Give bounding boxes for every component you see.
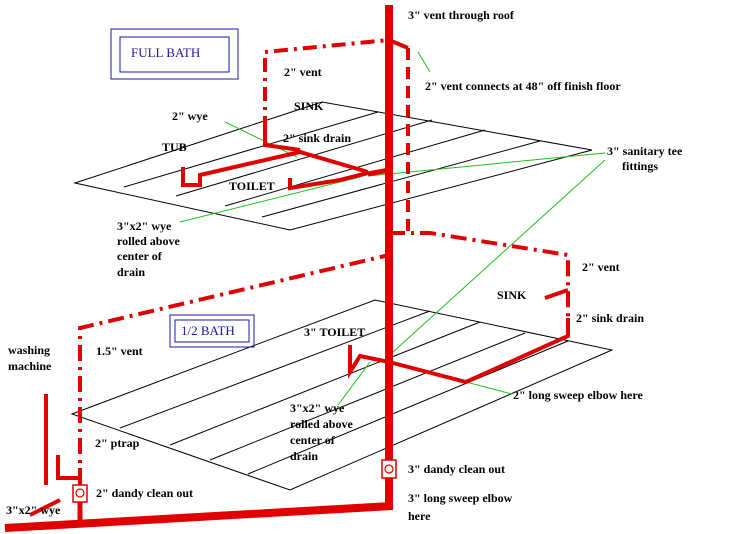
leader-vent-connects xyxy=(417,51,431,73)
leader-sanitary-tee-lower xyxy=(392,159,606,353)
cleanout-2in xyxy=(72,484,88,503)
lower-toilet-drain xyxy=(348,345,390,379)
label-lower-wye32-2: rolled above xyxy=(290,417,353,431)
upper-2in-vent-right xyxy=(388,38,409,50)
label-vent-connects: 2" vent connects at 48" off finish floor xyxy=(425,79,621,93)
label-upper-toilet: TOILET xyxy=(229,179,275,193)
lower-floor-board xyxy=(247,340,569,475)
leader-upper-wye xyxy=(224,121,298,158)
label-upper-wye32-3: center of xyxy=(117,249,163,263)
label-ptrap: 2" ptrap xyxy=(95,436,140,450)
upper-floor-board xyxy=(123,111,379,188)
full-bath-title: FULL BATH xyxy=(131,45,200,60)
pipe-network xyxy=(4,5,570,532)
label-upper-wye32-4: drain xyxy=(117,265,145,279)
full-bath-outer-frame xyxy=(110,28,239,80)
cleanout-3in-cap-icon xyxy=(384,464,394,474)
full-bath-title-box: FULL BATH xyxy=(110,28,239,80)
label-lower-wye32-1: 3"x2" wye xyxy=(290,401,345,415)
upper-floor-plane xyxy=(73,101,593,231)
label-dandy-3: 3" dandy clean out xyxy=(408,462,505,476)
full-bath-vent xyxy=(263,38,390,130)
upper-tub-drain xyxy=(181,149,369,187)
label-long-sweep-3-2: here xyxy=(408,509,431,523)
lower-floor-board xyxy=(169,321,481,446)
label-lower-vent-right: 2" vent xyxy=(582,260,620,274)
half-bath-vent-1-5 xyxy=(78,253,390,485)
label-tub: TUB xyxy=(162,140,187,154)
upper-sink-drain xyxy=(263,130,301,152)
label-long-sweep-3-1: 3" long sweep elbow xyxy=(408,491,513,505)
upper-floor-board xyxy=(261,140,541,218)
upper-toilet-drain xyxy=(288,171,369,191)
label-lower-wye32-3: center of xyxy=(290,433,336,447)
labels: 3" vent through roof 2" vent connects at… xyxy=(6,8,683,523)
cleanout-2in-cap-icon xyxy=(75,488,85,498)
main-3in-drain xyxy=(4,502,393,532)
label-vent-1-5: 1.5" vent xyxy=(96,344,143,358)
upper-branch-to-stack xyxy=(367,167,390,177)
lower-floor-outline xyxy=(70,299,614,491)
label-upper-wye32-2: rolled above xyxy=(117,234,180,248)
label-wye-bottom: 3"x2" wye xyxy=(6,503,61,517)
half-bath-outer-frame xyxy=(169,314,255,348)
label-sanitary-tee-2: fittings xyxy=(622,159,658,173)
label-long-sweep-2: 2" long sweep elbow here xyxy=(513,388,643,402)
leader-upper-wye32 xyxy=(179,176,361,223)
lower-2in-vent xyxy=(389,231,570,318)
label-lower-sink-drain: 2" sink drain xyxy=(576,311,644,325)
label-upper-sink-drain: 2" sink drain xyxy=(283,131,351,145)
label-upper-vent: 2" vent xyxy=(284,65,322,79)
bottom-left-wye xyxy=(29,498,61,517)
label-washing-2: machine xyxy=(8,359,52,373)
label-vent-through-roof: 3" vent through roof xyxy=(408,8,515,22)
lower-sink-drain xyxy=(388,318,570,385)
label-dandy-2: 2" dandy clean out xyxy=(96,486,193,500)
label-lower-toilet: 3" TOILET xyxy=(304,325,365,339)
half-bath-title-box: 1/2 BATH xyxy=(169,314,255,348)
upper-floor-outline xyxy=(73,101,593,231)
cleanout-3in xyxy=(381,459,397,479)
lower-sink-stub xyxy=(544,288,569,300)
label-lower-wye32-4: drain xyxy=(290,449,318,463)
full-bath-inner-frame xyxy=(119,36,230,73)
leader-lower-wye32 xyxy=(337,361,371,406)
half-bath-inner-frame xyxy=(174,319,250,343)
lower-floor-board xyxy=(119,310,431,429)
ptrap xyxy=(56,455,82,480)
label-upper-wye32-1: 3"x2" wye xyxy=(117,219,172,233)
label-washing-1: washing xyxy=(8,343,50,357)
label-lower-sink: SINK xyxy=(497,288,527,302)
label-sanitary-tee-1: 3" sanitary tee xyxy=(607,144,683,158)
leader-long-sweep-2 xyxy=(465,381,513,395)
lower-floor-board xyxy=(209,332,526,461)
lower-floor-plane xyxy=(70,299,614,491)
half-bath-title: 1/2 BATH xyxy=(181,323,235,338)
label-upper-sink: SINK xyxy=(294,99,324,113)
label-upper-wye: 2" wye xyxy=(172,109,208,123)
leader-sanitary-tee-upper xyxy=(367,152,606,177)
